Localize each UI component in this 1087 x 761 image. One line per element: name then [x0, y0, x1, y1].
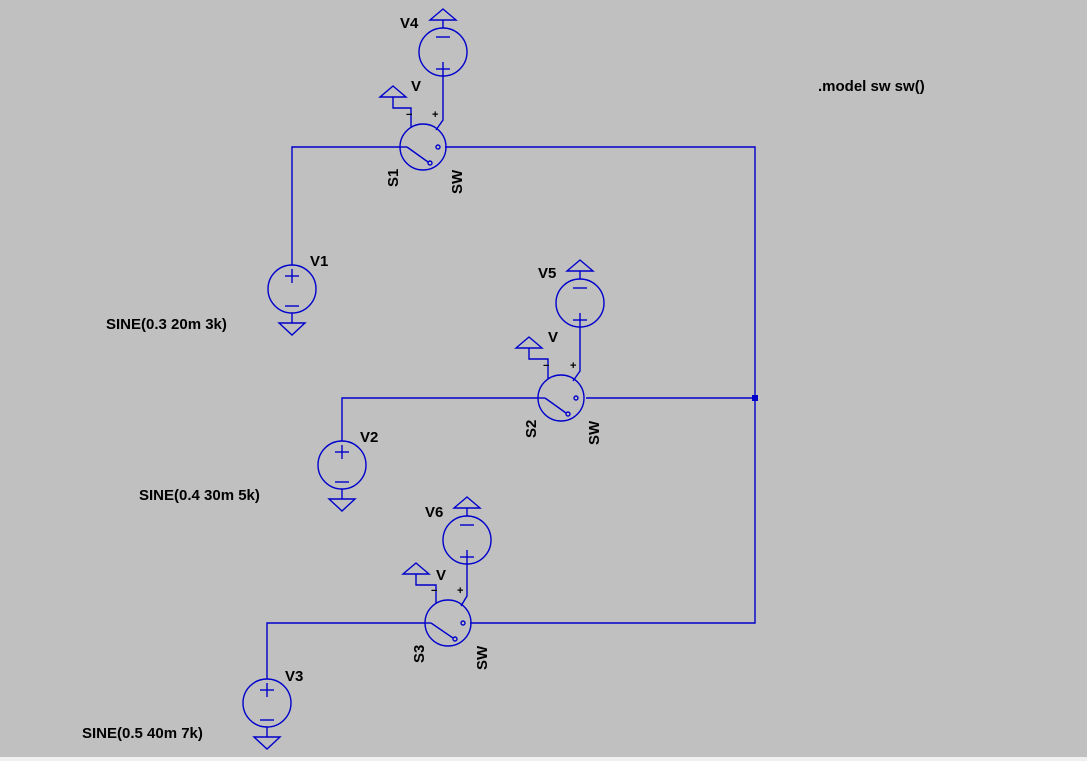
ground-icon: [327, 498, 357, 512]
wire-s3-ctrl-plus[interactable]: [460, 564, 468, 607]
switch-s3-model: SW: [474, 645, 491, 670]
voltage-source-v2-value: SINE(0.4 30m 5k): [139, 487, 260, 504]
ground-icon: [452, 496, 482, 509]
net-flag-s1-ctrl-label: V: [411, 78, 421, 95]
net-flag-s3-ctrl-label: V: [436, 567, 446, 584]
wire-s1-ctrl-minus[interactable]: [392, 97, 412, 128]
net-flag-s3-ctrl[interactable]: V: [401, 562, 446, 584]
switch-s1-plus-mark: +: [432, 109, 438, 121]
switch-s1[interactable]: − + S1 SW: [385, 109, 466, 194]
wire-s3-ctrl-minus[interactable]: [415, 574, 437, 604]
ground-icon: [428, 8, 458, 21]
switch-s2-minus-mark: −: [543, 360, 549, 372]
wire-output-bus[interactable]: [445, 146, 756, 624]
voltage-source-v1[interactable]: V1 SINE(0.3 20m 3k): [106, 253, 328, 336]
voltage-source-v3-value: SINE(0.5 40m 7k): [82, 725, 203, 742]
wire-s1-ctrl-plus[interactable]: [435, 76, 444, 131]
switch-s3-ref: S3: [411, 645, 428, 663]
switch-s3[interactable]: − + S3 SW: [411, 585, 491, 670]
voltage-source-v4-ref: V4: [400, 15, 419, 32]
net-flag-s1-ctrl[interactable]: V: [378, 78, 421, 98]
switch-s3-plus-mark: +: [457, 585, 463, 597]
ground-icon: [277, 322, 307, 336]
switch-s1-model: SW: [449, 169, 466, 194]
ground-icon: [565, 259, 595, 272]
switch-s2-plus-mark: +: [570, 360, 576, 372]
wires: [266, 76, 758, 679]
voltage-source-v2[interactable]: V2 SINE(0.4 30m 5k): [139, 429, 378, 512]
switch-s1-ref: S1: [385, 169, 402, 187]
voltage-source-v6-ref: V6: [425, 504, 443, 521]
spice-directive[interactable]: .model sw sw(): [818, 78, 925, 95]
switch-s2[interactable]: − + S2 SW: [523, 360, 603, 445]
voltage-source-v1-value: SINE(0.3 20m 3k): [106, 316, 227, 333]
net-flag-s2-ctrl-label: V: [548, 329, 558, 346]
voltage-source-v5[interactable]: V5: [538, 259, 605, 328]
switch-s3-minus-mark: −: [431, 585, 437, 597]
ground-icon: [252, 736, 282, 750]
voltage-source-v6[interactable]: V6: [425, 496, 492, 565]
wire-s2-ctrl-plus[interactable]: [572, 327, 581, 382]
voltage-source-v3-ref: V3: [285, 668, 303, 685]
wire-v3-to-s3[interactable]: [266, 622, 424, 679]
net-flag-s2-ctrl[interactable]: V: [514, 329, 558, 349]
wire-v1-to-s1[interactable]: [291, 146, 400, 265]
window-bottom-edge: [0, 757, 1087, 761]
junction-dot: [752, 395, 758, 401]
voltage-source-v4[interactable]: V4: [400, 8, 468, 77]
voltage-source-v5-ref: V5: [538, 265, 556, 282]
switch-s2-ref: S2: [523, 420, 540, 438]
voltage-source-v2-ref: V2: [360, 429, 378, 446]
wire-s2-ctrl-minus[interactable]: [528, 348, 549, 379]
switch-s2-model: SW: [586, 420, 603, 445]
voltage-source-v3[interactable]: V3 SINE(0.5 40m 7k): [82, 668, 303, 750]
wire-v2-to-s2[interactable]: [341, 397, 538, 441]
switch-s1-minus-mark: −: [406, 109, 412, 121]
voltage-source-v1-ref: V1: [310, 253, 328, 270]
